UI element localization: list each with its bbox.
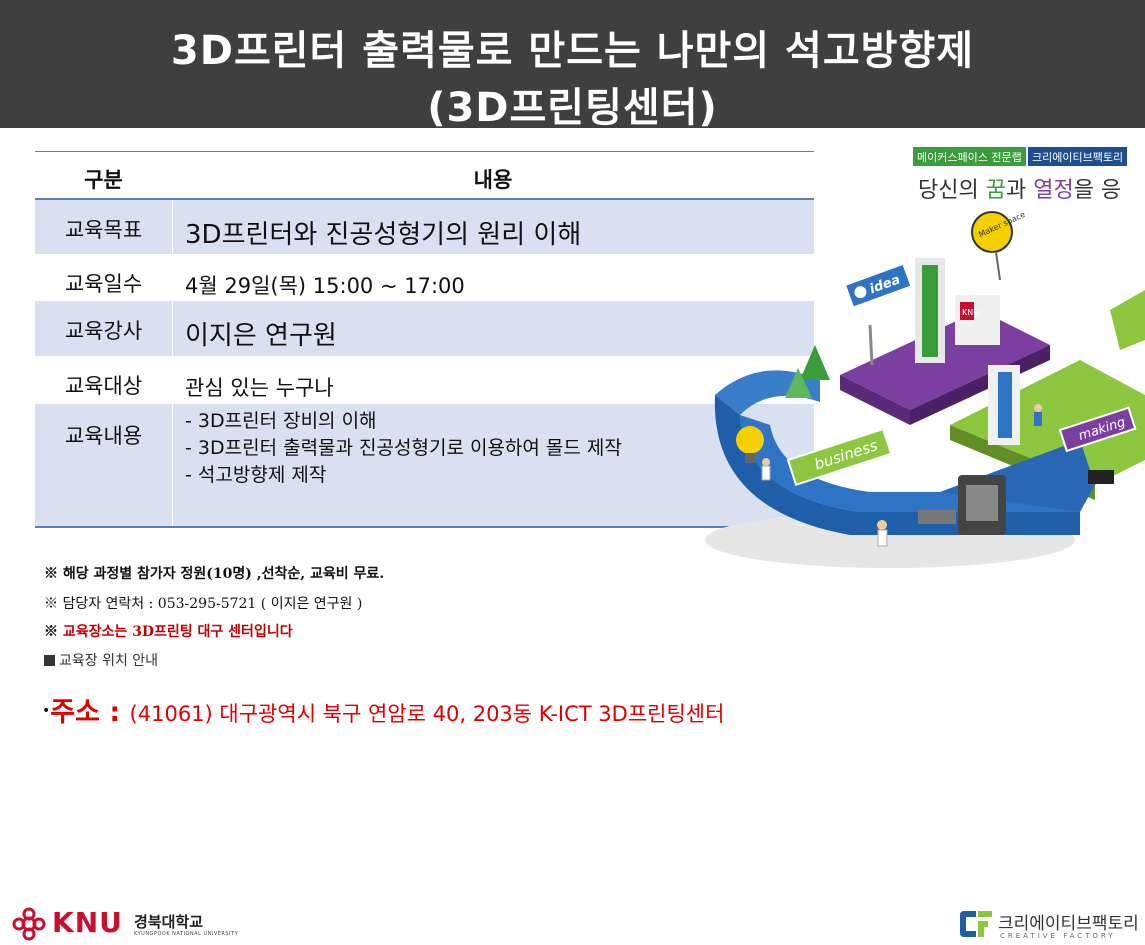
row-value: 4월 29일(목) 15:00 ~ 17:00 xyxy=(185,274,465,298)
note-contact: ※ 담당자 연락처 : 053-295-5721 ( 이지은 연구원 ) xyxy=(44,596,363,612)
creative-factory-logo: 크리에이티브팩토리 CREATIVE FACTORY xyxy=(958,905,1143,943)
table-header-row: 구분 내용 xyxy=(35,152,814,199)
knu-sign-text: KNU xyxy=(962,308,979,317)
slogan-part: 과 xyxy=(1005,178,1034,203)
slogan-part: 을 응 xyxy=(1073,178,1122,203)
cf-english-name: CREATIVE FACTORY xyxy=(1000,932,1116,940)
row-label: 교육대상 xyxy=(64,374,143,398)
list-item: - 3D프린터 출력물과 진공성형기로 이용하여 몰드 제작 xyxy=(185,437,622,459)
header-content: 내용 xyxy=(473,168,513,192)
slogan-passion: 열정 xyxy=(1033,178,1074,203)
table-row-contents: 교육내용 - 3D프린터 장비의 이해 - 3D프린터 출력물과 진공성형기로 … xyxy=(35,404,814,526)
title-line-2: (3D프린팅센터) xyxy=(427,85,718,131)
knu-english-name: KYUNGPOOK NATIONAL UNIVERSITY xyxy=(134,931,239,937)
note-map-guide-text: 교육장 위치 안내 xyxy=(59,653,159,669)
row-label: 교육목표 xyxy=(64,218,143,242)
table-top-rule xyxy=(35,151,814,152)
creative-factory-tag: 크리에이티브팩토리 xyxy=(1028,147,1128,166)
list-item: - 3D프린터 장비의 이해 xyxy=(185,410,377,432)
address-value: (41061) 대구광역시 북구 연암로 40, 203동 K-ICT 3D프린… xyxy=(129,702,725,726)
cf-mark-icon xyxy=(960,911,992,937)
note-map-guide: 교육장 위치 안내 xyxy=(44,650,158,670)
header-category: 구분 xyxy=(84,168,123,192)
table-row-goal: 교육목표 3D프린터와 진공성형기의 원리 이해 xyxy=(35,200,814,254)
note-location: ※ 교육장소는 3D프린팅 대구 센터입니다 xyxy=(44,621,293,641)
slogan: 당신의 꿈과 열정을 응 xyxy=(918,172,1121,204)
title-line-1: 3D프린터 출력물로 만드는 나만의 석고방향제 xyxy=(170,28,975,74)
contents-list: - 3D프린터 장비의 이해 - 3D프린터 출력물과 진공성형기로 이용하여 … xyxy=(185,408,622,489)
row-label: 교육내용 xyxy=(64,424,143,448)
note-capacity: ※ 해당 과정별 참가자 정원(10명) ,선착순, 교육비 무료. xyxy=(44,566,385,582)
knu-logo: KNU 경북대학교 KYUNGPOOK NATIONAL UNIVERSITY xyxy=(12,905,238,941)
address-line: •주소 : (41061) 대구광역시 북구 연암로 40, 203동 K-IC… xyxy=(42,690,724,729)
column-divider xyxy=(172,404,173,526)
address-key: 주소 : xyxy=(50,697,130,728)
row-label: 교육강사 xyxy=(64,319,143,343)
column-divider xyxy=(172,200,173,254)
slogan-part: 당신의 xyxy=(918,178,986,203)
bullet-icon: • xyxy=(42,703,51,719)
table-row-schedule: 교육일수 4월 29일(목) 15:00 ~ 17:00 xyxy=(35,254,814,301)
knu-wordmark: KNU xyxy=(52,906,123,939)
table-row-target: 교육대상 관심 있는 누구나 xyxy=(35,356,814,404)
title-banner: 3D프린터 출력물로 만드는 나만의 석고방향제 (3D프린팅센터) xyxy=(0,0,1145,131)
list-item: - 석고방향제 제작 xyxy=(185,464,327,486)
row-label: 교육일수 xyxy=(64,272,143,296)
maker-space-illustration: KNU idea Maker space making business xyxy=(705,210,1145,568)
row-value: 3D프린터와 진공성형기의 원리 이해 xyxy=(185,220,582,250)
table-row-instructor: 교육강사 이지은 연구원 xyxy=(35,301,814,356)
knu-seal-icon xyxy=(12,907,46,941)
cf-korean-name: 크리에이티브팩토리 xyxy=(998,914,1139,934)
table-header-rule xyxy=(35,198,814,200)
note-mark: ※ xyxy=(44,624,63,640)
row-value: 이지은 연구원 xyxy=(185,321,337,351)
square-bullet-icon xyxy=(44,655,55,666)
column-divider xyxy=(172,301,173,356)
row-value: 관심 있는 누구나 xyxy=(185,376,334,400)
knu-korean-name: 경북대학교 xyxy=(134,913,204,931)
maker-space-tag: 메이커스페이스 전문랩 xyxy=(913,147,1026,166)
slogan-dream: 꿈 xyxy=(985,178,1006,203)
note-location-text: 교육장소는 3D프린팅 대구 센터입니다 xyxy=(62,624,293,640)
table-bottom-rule xyxy=(35,526,814,528)
